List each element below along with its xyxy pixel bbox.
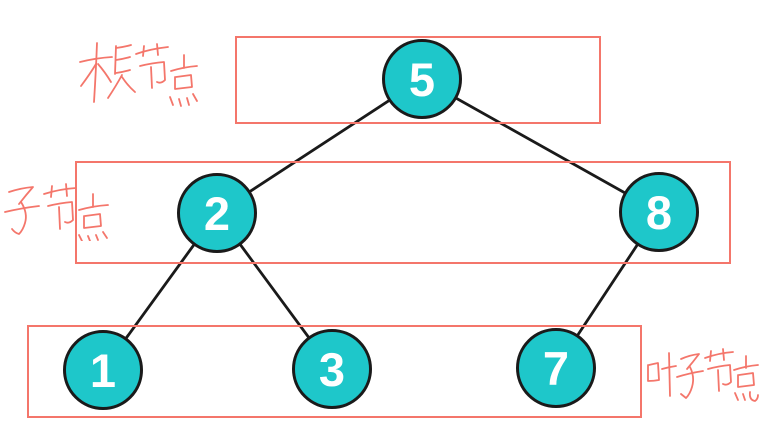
node-value: 5 (408, 52, 436, 106)
tree-node-right-child: 8 (619, 172, 699, 252)
annotation-child-node-handwriting (4, 183, 109, 241)
tree-node-leaf-1: 1 (63, 330, 143, 410)
tree-node-root: 5 (382, 39, 462, 119)
edge-5-8 (420, 77, 661, 214)
node-value: 2 (203, 186, 231, 240)
node-value: 7 (542, 341, 570, 395)
annotation-root-node-handwriting (79, 42, 198, 107)
annotation-leaf-node-handwriting (647, 348, 759, 402)
leaf-level-box (27, 325, 642, 418)
tree-node-leaf-7: 7 (516, 328, 596, 408)
node-value: 3 (318, 342, 346, 396)
node-value: 8 (645, 185, 673, 239)
child-level-box (75, 161, 731, 264)
tree-node-leaf-3: 3 (292, 329, 372, 409)
node-value: 1 (89, 343, 117, 397)
tree-node-left-child: 2 (177, 173, 257, 253)
root-level-box (235, 36, 601, 124)
